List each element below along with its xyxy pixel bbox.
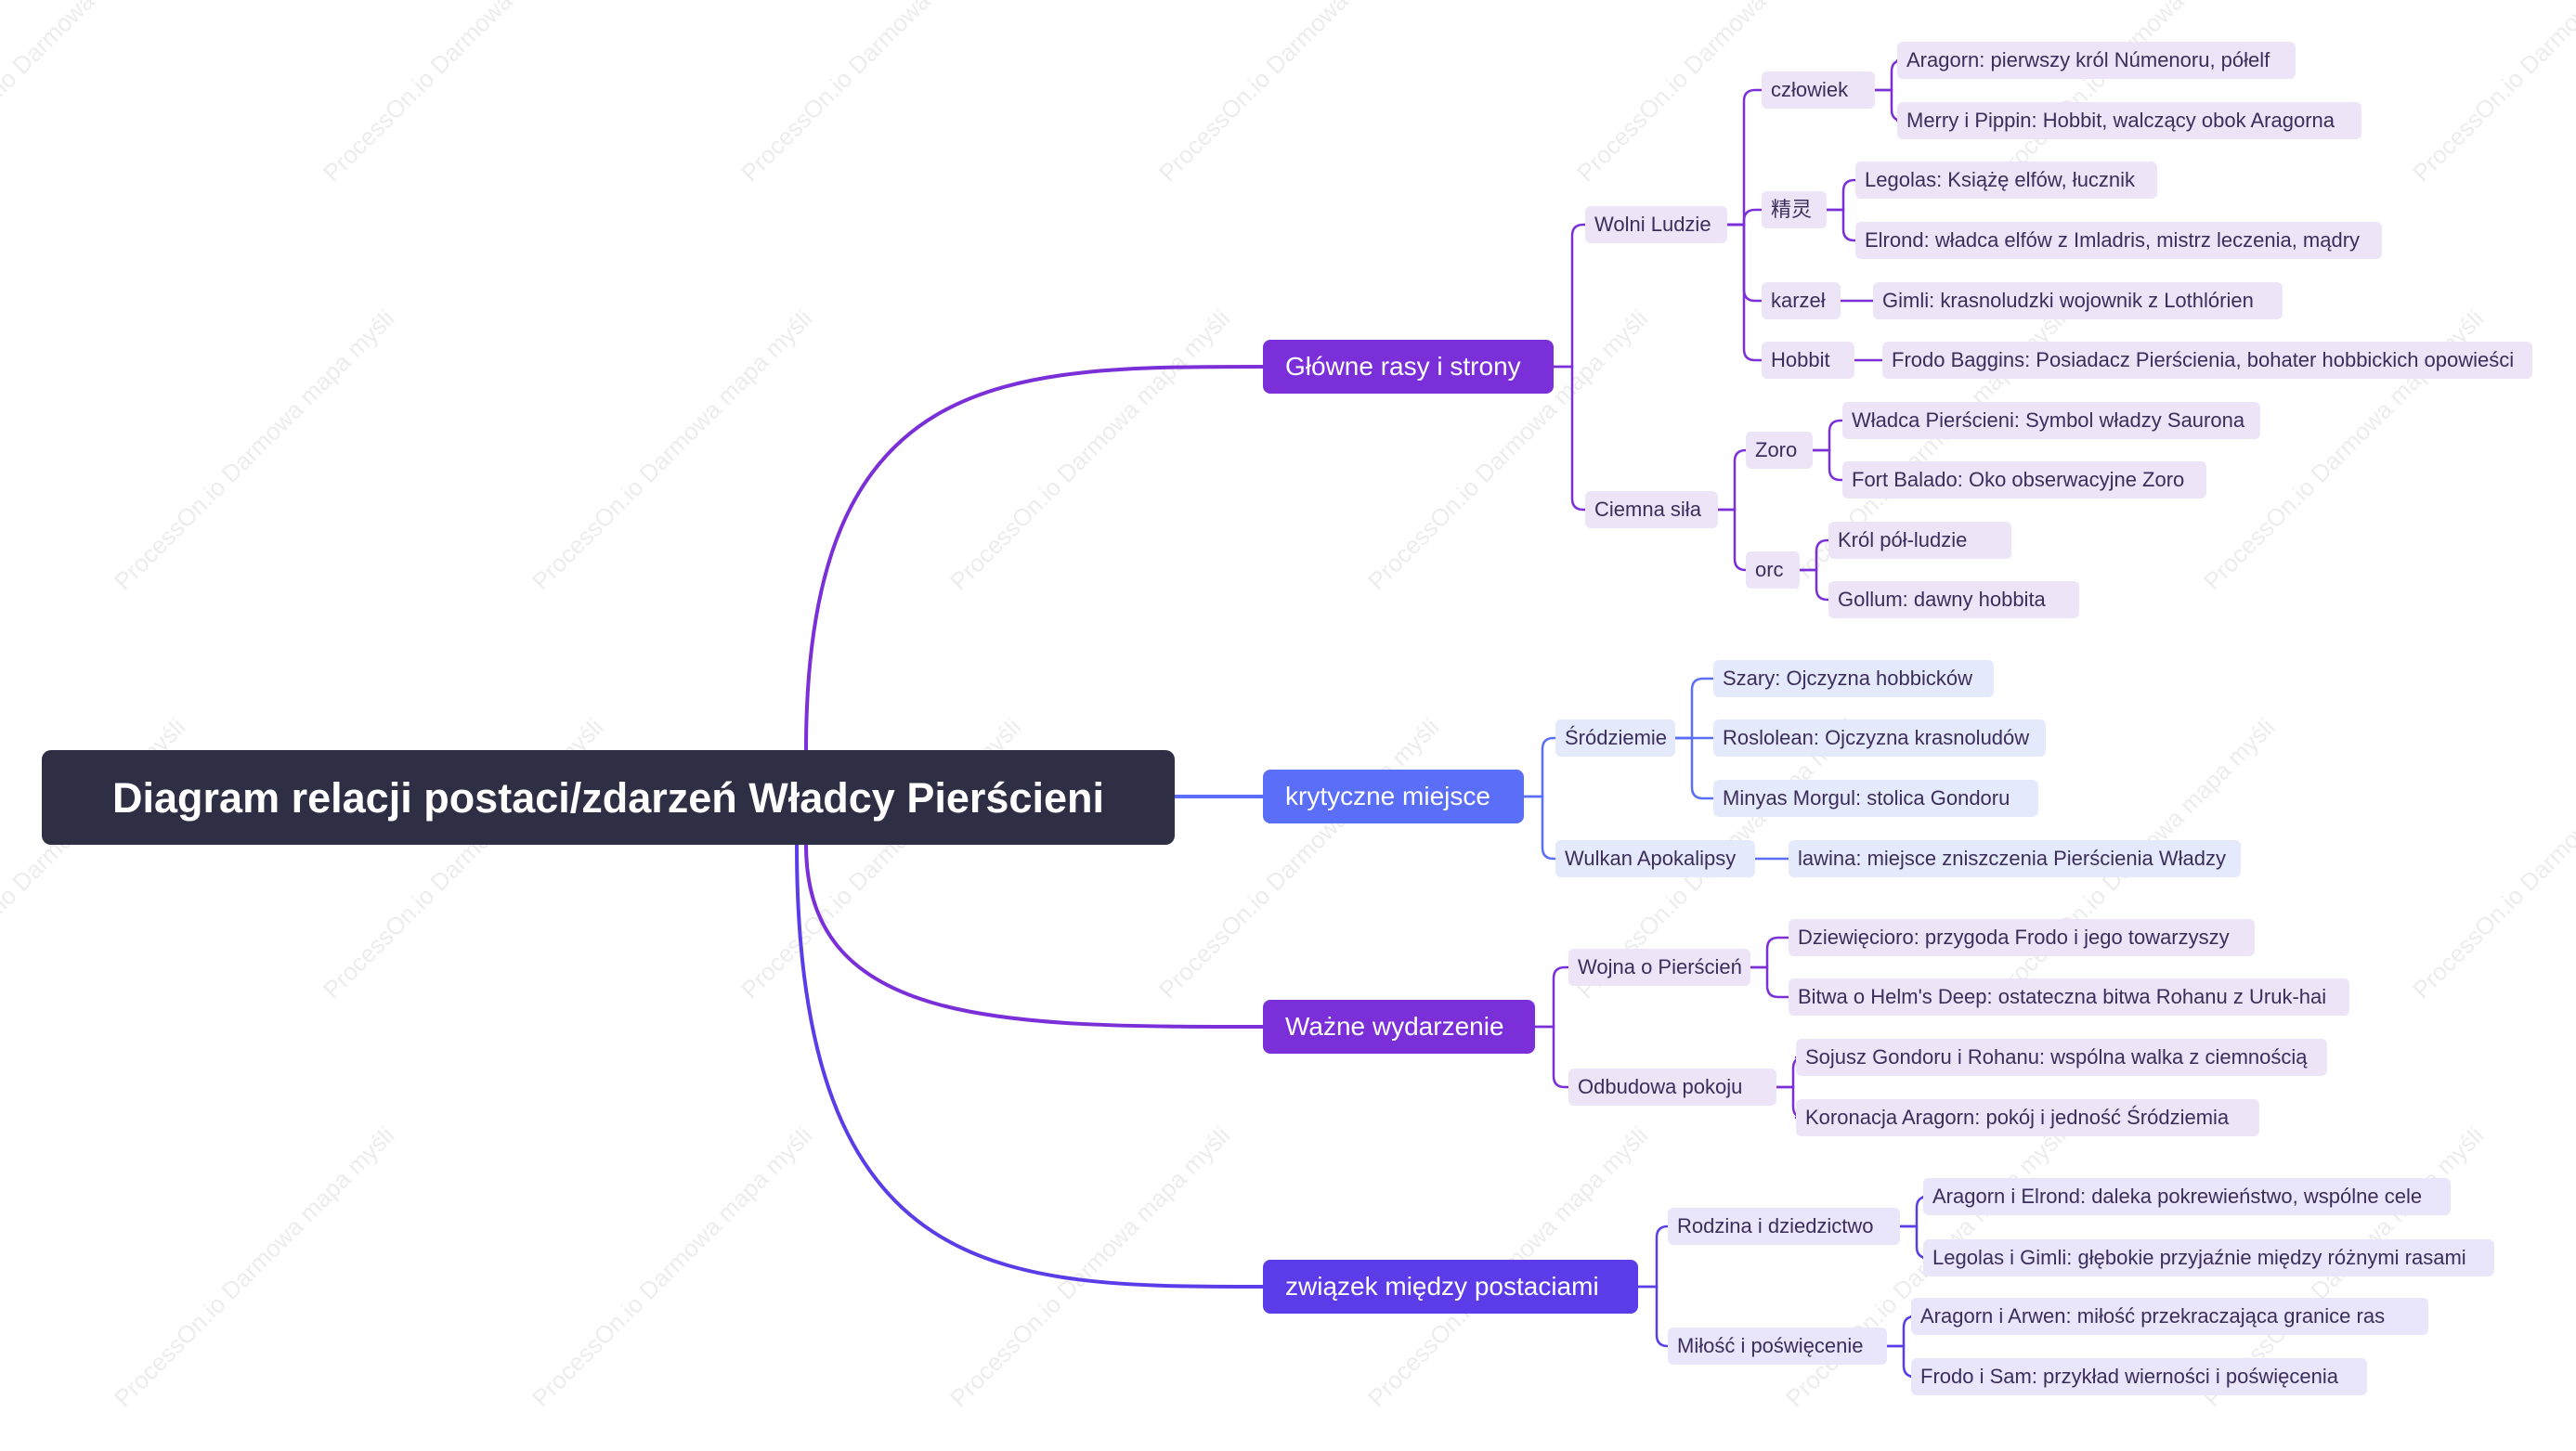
connector-line [1636, 1285, 1670, 1348]
connector-line [1725, 208, 1763, 227]
leaf-elrond-w-adca-elfow-z-imladris[interactable]: Elrond: władca elfów z Imladris, mistrz … [1855, 222, 2382, 259]
node-ciemna-si-a[interactable]: Ciemna siła [1585, 491, 1718, 528]
node-zoro[interactable]: Zoro [1746, 432, 1813, 469]
connector-line [1522, 736, 1557, 798]
connector-line [804, 843, 1265, 1029]
leaf-dziewiecioro-przygoda-frodo-i-[interactable]: Dziewięcioro: przygoda Frodo i jego towa… [1789, 919, 2255, 956]
leaf-legolas-ksiaze-elfow-ucznik[interactable]: Legolas: Książę elfów, łucznik [1855, 162, 2157, 199]
leaf-frodo-i-sam-przyk-ad-wiernosci[interactable]: Frodo i Sam: przykład wierności i poświę… [1911, 1358, 2367, 1395]
leaf-lawina-miejsce-zniszczenia-pie[interactable]: lawina: miejsce zniszczenia Pierścienia … [1789, 840, 2241, 877]
connector-line [1673, 736, 1715, 800]
leaf-legolas-i-gimli-g-ebokie-przyj[interactable]: Legolas i Gimli: głębokie przyjaźnie mię… [1923, 1239, 2494, 1276]
leaf-bitwa-o-helm-s-deep-ostateczna[interactable]: Bitwa o Helm's Deep: ostateczna bitwa Ro… [1789, 978, 2349, 1016]
connector-line [804, 365, 1265, 752]
leaf-aragorn-pierwszy-krol-numenoru[interactable]: Aragorn: pierwszy król Númenoru, półelf [1897, 42, 2296, 79]
node-rodzina-i-dziedzictwo[interactable]: Rodzina i dziedzictwo [1668, 1208, 1900, 1245]
connector-line [1725, 88, 1763, 227]
leaf-krol-po-ludzie[interactable]: Król pół-ludzie [1828, 522, 2011, 559]
leaf-merry-i-pippin-hobbit-walczacy[interactable]: Merry i Pippin: Hobbit, walczący obok Ar… [1897, 102, 2361, 139]
connector-line [1533, 1025, 1570, 1089]
leaf-w-adca-pierscieni-symbol-w-adz[interactable]: Władca Pierścieni: Symbol władzy Saurona [1842, 402, 2260, 439]
branch-krytyczne-miejsce[interactable]: krytyczne miejsce [1263, 770, 1524, 823]
leaf-aragorn-i-arwen-mi-osc-przekra[interactable]: Aragorn i Arwen: miłość przekraczająca g… [1911, 1298, 2428, 1335]
branch-g-owne-rasy-i-strony[interactable]: Główne rasy i strony [1263, 340, 1554, 394]
node-cz-owiek[interactable]: człowiek [1762, 71, 1875, 109]
node-karze[interactable]: karzeł [1762, 282, 1841, 319]
connector-line [1716, 448, 1748, 512]
connector-line [795, 843, 1265, 1289]
connector-line [1811, 448, 1844, 482]
leaf-minyas-morgul-stolica-gondoru[interactable]: Minyas Morgul: stolica Gondoru [1713, 780, 2038, 817]
node-wulkan-apokalipsy[interactable]: Wulkan Apokalipsy [1555, 840, 1755, 877]
leaf-gollum-dawny-hobbita[interactable]: Gollum: dawny hobbita [1828, 581, 2079, 618]
leaf-gimli-krasnoludzki-wojownik-z-[interactable]: Gimli: krasnoludzki wojownik z Lothlórie… [1873, 282, 2283, 319]
leaf-sojusz-gondoru-i-rohanu-wspoln[interactable]: Sojusz Gondoru i Rohanu: wspólna walka z… [1796, 1039, 2327, 1076]
connector-line [1552, 223, 1587, 369]
connector-line [1725, 223, 1763, 362]
node-node[interactable]: 精灵 [1762, 191, 1827, 228]
leaf-frodo-baggins-posiadacz-piersc[interactable]: Frodo Baggins: Posiadacz Pierścienia, bo… [1882, 342, 2532, 379]
node-wojna-o-pierscien[interactable]: Wojna o Pierścień [1568, 949, 1750, 986]
leaf-roslolean-ojczyzna-krasnoludow[interactable]: Roslolean: Ojczyzna krasnoludów [1713, 719, 2046, 757]
connector-line [1798, 568, 1830, 602]
connector-line [1522, 795, 1557, 861]
leaf-koronacja-aragorn-pokoj-i-jedn[interactable]: Koronacja Aragorn: pokój i jedność Śródz… [1796, 1099, 2259, 1136]
connector-line [1749, 965, 1790, 999]
node-orc[interactable]: orc [1746, 551, 1800, 589]
connector-line [1533, 965, 1570, 1029]
connector-line [1811, 419, 1844, 452]
connector-line [1636, 1224, 1670, 1289]
connector-line [1552, 365, 1587, 512]
branch-zwiazek-miedzy-postaciami[interactable]: związek między postaciami [1263, 1260, 1638, 1314]
connector-line [1825, 208, 1857, 242]
leaf-fort-balado-oko-obserwacyjne-z[interactable]: Fort Balado: Oko obserwacyjne Zoro [1842, 461, 2206, 499]
node-wolni-ludzie[interactable]: Wolni Ludzie [1585, 206, 1727, 243]
connector-line [1749, 936, 1790, 969]
connector-line [1673, 677, 1715, 740]
node-mi-osc-i-poswiecenie[interactable]: Miłość i poświęcenie [1668, 1328, 1887, 1365]
connector-line [1798, 538, 1830, 572]
branch-wazne-wydarzenie[interactable]: Ważne wydarzenie [1263, 1000, 1535, 1054]
leaf-szary-ojczyzna-hobbickow[interactable]: Szary: Ojczyzna hobbicków [1713, 660, 1994, 697]
node-srodziemie[interactable]: Śródziemie [1555, 719, 1675, 757]
connector-line [1825, 178, 1857, 212]
connector-line [1716, 508, 1748, 572]
node-hobbit[interactable]: Hobbit [1762, 342, 1854, 379]
leaf-aragorn-i-elrond-daleka-pokrew[interactable]: Aragorn i Elrond: daleka pokrewieństwo, … [1923, 1178, 2451, 1215]
diagram-title: Diagram relacji postaci/zdarzeń Władcy P… [42, 750, 1175, 845]
node-odbudowa-pokoju[interactable]: Odbudowa pokoju [1568, 1069, 1776, 1106]
